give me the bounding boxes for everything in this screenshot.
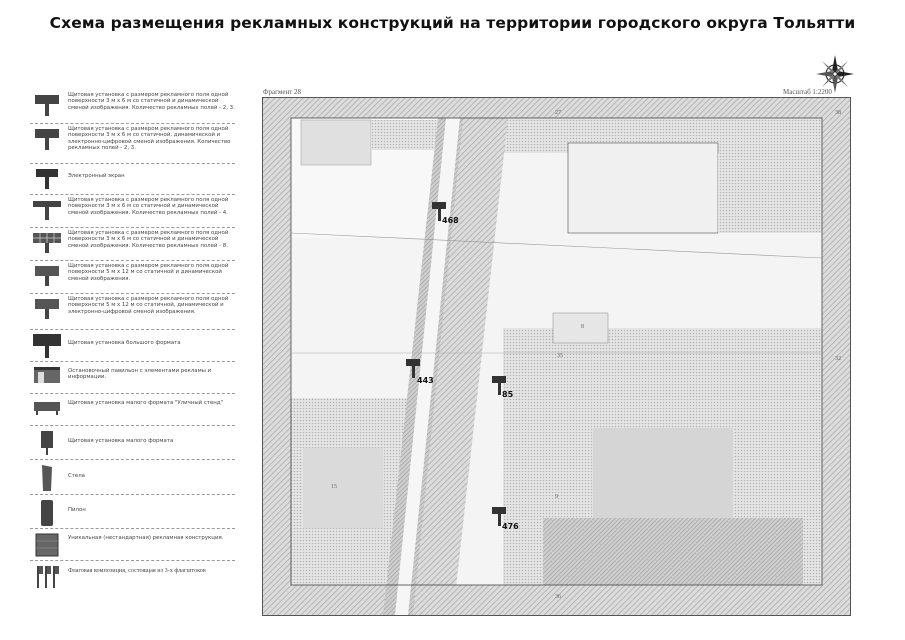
legend-item: Флаговая композиция, состоящая из 3-х фл… — [30, 561, 235, 591]
grid-label: 38 — [835, 110, 841, 116]
legend-text: Щитовая установка большого формата — [68, 340, 181, 346]
legend-text: Щитовая установка малого формата "Уличны… — [68, 400, 224, 406]
legend-item: Щитовая установка с размером рекламного … — [30, 90, 235, 124]
map-title: Схема размещения рекламных конструкций н… — [49, 14, 856, 32]
legend-item: Щитовая установка малого формата — [30, 426, 235, 460]
grid-label: 36 — [555, 594, 561, 600]
legend-text: Щитовая установка с размером рекламного … — [68, 230, 229, 249]
grid-label: 15 — [331, 484, 337, 490]
legend-text: Щитовая установка с размером рекламного … — [68, 92, 235, 111]
marker-label: 85 — [502, 390, 514, 399]
billboard-marker[interactable]: 85 — [492, 376, 514, 399]
billboard-wide-icon — [33, 201, 61, 220]
legend-item: Щитовая установка с размером рекламного … — [30, 124, 235, 164]
marker-label: 443 — [417, 376, 434, 385]
legend: Щитовая установка с размером рекламного … — [30, 90, 235, 591]
grid-label: 9 — [555, 494, 558, 500]
marker-label: 468 — [442, 216, 459, 225]
grid-label: 27 — [555, 110, 561, 116]
legend-text: Щитовая установка с размером рекламного … — [68, 197, 229, 216]
legend-text: Щитовая установка с размером рекламного … — [68, 296, 229, 315]
legend-text: Уникальная (нестандартная) рекламная кон… — [68, 535, 224, 541]
billboard-icon — [35, 299, 59, 319]
legend-item: Щитовая установка с размером рекламного … — [30, 294, 235, 330]
billboard-icon — [35, 129, 59, 150]
legend-item: Пилон — [30, 495, 235, 529]
billboard-marker[interactable]: 468 — [432, 202, 459, 225]
legend-item: Остановочный павильон с элементами рекла… — [30, 362, 235, 394]
bus-stop-icon — [34, 367, 60, 383]
billboard-icon — [35, 95, 59, 116]
legend-item: Щитовая установка с размером рекламного … — [30, 228, 235, 261]
small-format-icon — [41, 431, 53, 455]
screen-icon — [36, 169, 58, 189]
grid-label: 32 — [835, 356, 841, 362]
grid-label: 35 — [557, 353, 563, 359]
legend-text: Стела — [68, 473, 85, 479]
marker-label: 476 — [502, 522, 519, 531]
flags-icon — [37, 566, 59, 588]
legend-item: Уникальная (нестандартная) рекламная кон… — [30, 529, 235, 561]
billboard-large-icon — [33, 334, 61, 358]
legend-text: Флаговая композиция, состоящая из 3-х фл… — [68, 567, 206, 574]
legend-item: Стела — [30, 460, 235, 495]
legend-text: Щитовая установка малого формата — [68, 438, 174, 444]
pylon-icon — [41, 500, 53, 526]
legend-text: Щитовая установка с размером рекламного … — [68, 263, 229, 282]
billboard-marker[interactable]: 443 — [406, 359, 434, 385]
compass-rose-icon — [815, 54, 855, 94]
grid-label: 8 — [581, 324, 584, 330]
legend-item: Щитовая установка с размером рекламного … — [30, 261, 235, 294]
fragment-label: Фрагмент 28 — [263, 88, 302, 96]
unique-construction-icon — [35, 533, 59, 557]
legend-text: Пилон — [68, 507, 86, 513]
legend-item: Щитовая установка с размером рекламного … — [30, 195, 235, 228]
map-area[interactable]: 27 38 32 36 8 35 15 9 468 443 85 476 — [262, 97, 851, 616]
billboard-icon — [35, 266, 59, 286]
legend-item: Щитовая установка большого формата — [30, 330, 235, 362]
legend-text: Щитовая установка с размером рекламного … — [68, 126, 231, 151]
billboard-marker[interactable]: 476 — [492, 507, 519, 531]
scale-label: Масштаб 1:2200 — [783, 88, 832, 96]
legend-item: Электронный экран — [30, 164, 235, 195]
stele-icon — [42, 465, 52, 491]
street-stand-icon — [34, 402, 60, 415]
legend-text: Электронный экран — [68, 173, 125, 179]
legend-item: Щитовая установка малого формата "Уличны… — [30, 394, 235, 426]
billboard-grid-icon — [33, 233, 61, 253]
legend-text: Остановочный павильон с элементами рекла… — [68, 368, 212, 381]
